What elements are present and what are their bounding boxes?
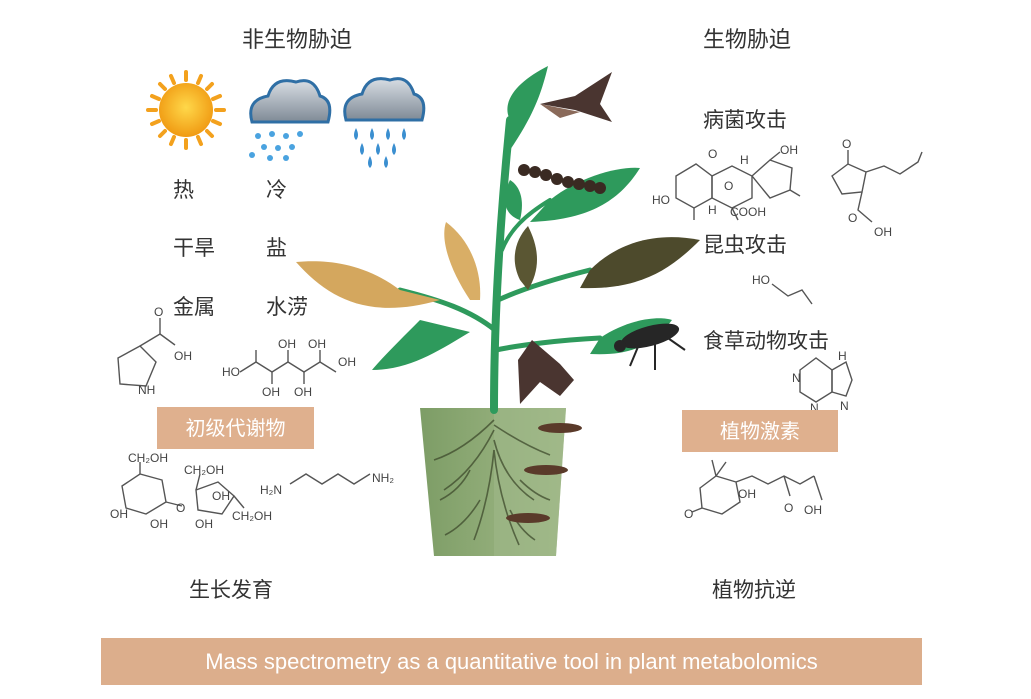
sucrose-ch2oh-2: CH₂OH	[184, 463, 224, 477]
factor-metal: 金属	[173, 295, 215, 319]
sucrose-oh-3: OH	[195, 517, 213, 531]
sugar-alcohol-structure	[239, 350, 337, 384]
jasmonic-acid-structure	[831, 150, 923, 223]
ja-o-1: O	[842, 137, 851, 151]
sugar-oh-2: OH	[308, 337, 326, 351]
putrescine-h2n: H₂N	[260, 483, 282, 497]
purine-h: H	[838, 349, 847, 363]
ga-h-2: H	[708, 203, 717, 217]
sucrose-o: O	[176, 501, 185, 515]
root-larvae-icons	[506, 423, 582, 523]
ga-h-1: H	[740, 153, 749, 167]
putrescine-nh2: NH₂	[372, 471, 394, 485]
purine-n-3: N	[840, 399, 849, 413]
ga-oh: OH	[780, 143, 798, 157]
caterpillar-icon	[518, 164, 606, 194]
factor-pathogen: 病菌攻击	[703, 108, 787, 132]
resistance-label: 植物抗逆	[712, 578, 796, 602]
sucrose-ch2oh-1: CH₂OH	[128, 451, 168, 465]
ga-cooh: COOH	[730, 205, 766, 219]
factor-waterlogging: 水涝	[266, 295, 308, 319]
ja-oh: OH	[874, 225, 892, 239]
sugar-ho: HO	[222, 365, 240, 379]
purine-structure	[799, 357, 853, 403]
sugar-oh-1: OH	[278, 337, 296, 351]
aba-oh-1: OH	[738, 487, 756, 501]
purine-n-2: N	[810, 401, 819, 415]
sucrose-oh-2: OH	[150, 517, 168, 531]
moth-icon-lower	[518, 340, 574, 404]
side-chain-structure	[771, 283, 813, 305]
sucrose-oh-4: OH	[212, 489, 230, 503]
ga-o-2: O	[724, 179, 733, 193]
factor-heat: 热	[173, 178, 194, 202]
sugar-oh-4: OH	[294, 385, 312, 399]
sugar-oh-5: OH	[338, 355, 356, 369]
proline-oh: OH	[174, 349, 192, 363]
factor-cold: 冷	[266, 178, 287, 202]
factor-salt: 盐	[266, 236, 287, 260]
abiotic-stress-title: 非生物胁迫	[242, 28, 353, 53]
sucrose-oh-1: OH	[110, 507, 128, 521]
moth-icon	[540, 72, 612, 122]
aba-o-2: O	[784, 501, 793, 515]
footer-banner: Mass spectrometry as a quantitative tool…	[101, 638, 922, 685]
proline-nh: NH	[138, 383, 155, 397]
gibberellin-structure	[675, 151, 801, 221]
factor-insect: 昆虫攻击	[703, 233, 787, 257]
factor-herbivore: 食草动物攻击	[703, 329, 829, 353]
factor-drought: 干旱	[173, 236, 215, 260]
rain-cloud-icon	[343, 77, 426, 168]
plant-hormones-label: 植物激素	[682, 410, 838, 452]
primary-metabolites-label: 初级代谢物	[157, 407, 314, 449]
abscisic-acid-structure	[691, 459, 823, 515]
proline-o: O	[154, 305, 163, 319]
biotic-stress-title: 生物胁迫	[703, 28, 792, 53]
ga-ho: HO	[652, 193, 670, 207]
aba-oh-2: OH	[804, 503, 822, 517]
growth-label: 生长发育	[189, 578, 273, 602]
snow-cloud-icon	[249, 79, 332, 161]
ja-o-2: O	[848, 211, 857, 225]
putrescine-structure	[289, 473, 371, 485]
side-ho: HO	[752, 273, 770, 287]
sugar-oh-3: OH	[262, 385, 280, 399]
beetle-icon	[614, 323, 686, 370]
sucrose-structure	[121, 462, 245, 515]
plant-leaves	[296, 66, 700, 370]
ga-o-1: O	[708, 147, 717, 161]
purine-n-1: N	[792, 371, 801, 385]
sucrose-ch2oh-3: CH₂OH	[232, 509, 272, 523]
proline-structure	[117, 318, 176, 387]
aba-o: O	[684, 507, 693, 521]
sun-icon	[146, 70, 226, 150]
